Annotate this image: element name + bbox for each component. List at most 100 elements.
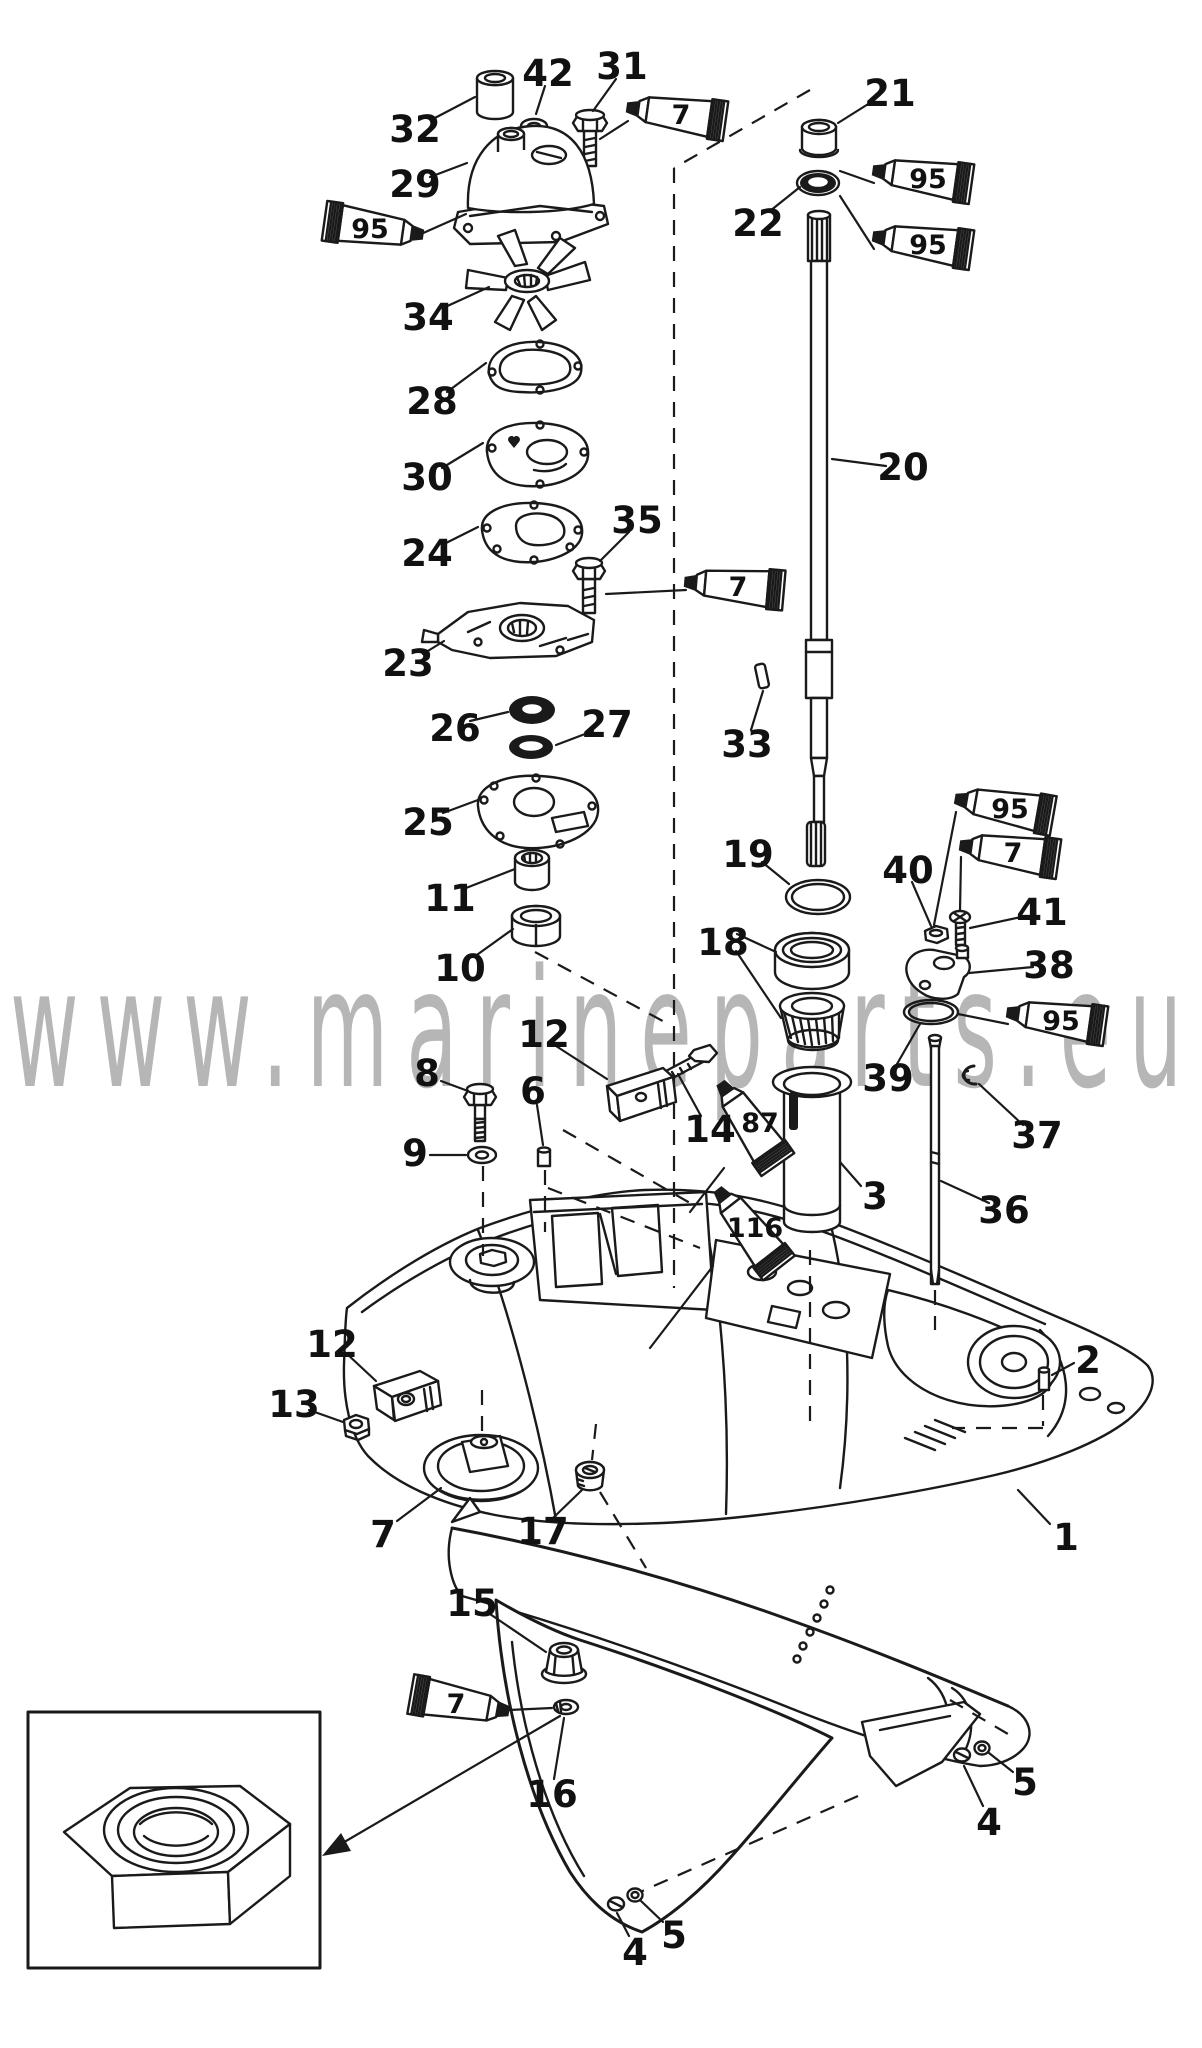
callout-leader-18: [735, 932, 778, 954]
callout-leader-40: [910, 880, 933, 928]
tube-pointer-line: [932, 810, 958, 927]
callout-15: 15: [446, 1582, 498, 1625]
part-11-bushing: [513, 848, 551, 892]
callout-leader-39: [895, 1022, 922, 1066]
callout-14: 14: [684, 1108, 736, 1151]
callout-16: 16: [526, 1773, 578, 1816]
callout-leader-20: [830, 457, 888, 468]
part-27-oil-seal: [509, 735, 553, 759]
callout-leader-22: [768, 185, 802, 213]
callout-leader-29: [428, 161, 469, 179]
callout-leader-8: [439, 1079, 470, 1093]
callout-8: 8: [414, 1052, 440, 1095]
alignment-dash: [547, 1186, 701, 1250]
callout-leader-38: [967, 965, 1035, 975]
part-5-washer-bottom: [626, 1887, 644, 1903]
callout-leader-11: [464, 867, 517, 890]
alignment-dashed-lines: [480, 89, 1045, 1902]
tube-label-87: 87: [741, 1108, 779, 1139]
callout-19: 19: [722, 833, 774, 876]
callout-leader-21: [836, 99, 875, 125]
tube-pointer-line: [507, 1706, 554, 1712]
part-38-anode-bracket: [905, 943, 971, 1000]
tube-label-7: 7: [447, 1689, 466, 1720]
lubricant-tube-7: [683, 568, 787, 612]
part-12-anode-block-lower: [372, 1369, 443, 1423]
callout-4: 4: [622, 1931, 648, 1974]
callout-leader-5: [987, 1751, 1015, 1774]
callout-3: 3: [862, 1175, 888, 1218]
callout-10: 10: [434, 947, 486, 990]
tube-label-95: 95: [991, 794, 1029, 825]
callout-2: 2: [1075, 1339, 1101, 1382]
callout-9: 9: [402, 1132, 428, 1175]
part-6-dowel-pin: [536, 1146, 552, 1168]
callout-32: 32: [389, 108, 441, 151]
callout-35: 35: [611, 499, 663, 542]
part-5-washer-rear: [973, 1740, 991, 1756]
part-19-o-ring: [784, 878, 852, 916]
part-26-oil-seal: [509, 696, 555, 724]
watermark-text: www.marineparts.eu: [10, 934, 1200, 1125]
callout-6: 6: [520, 1070, 546, 1113]
part-13-nut: [342, 1413, 371, 1442]
tube-pointer-line: [419, 212, 468, 236]
part-14-bolt: [662, 1043, 719, 1082]
callout-33: 33: [721, 723, 773, 766]
alignment-dash: [621, 1794, 859, 1902]
tube-label-95: 95: [1042, 1006, 1080, 1037]
lubricant-tube-95: [1005, 1001, 1110, 1048]
callout-21: 21: [864, 72, 916, 115]
part-34-impeller: [464, 228, 592, 332]
callout-leader-41: [968, 914, 1028, 930]
callout-leader-17: [551, 1488, 584, 1520]
part-16-washer: [552, 1698, 580, 1716]
callout-leader-32: [429, 95, 477, 122]
tube-pointer-line: [958, 855, 963, 913]
callout-40: 40: [882, 849, 934, 892]
part-18-bearing-cup: [773, 931, 851, 991]
part-9-washer: [466, 1145, 498, 1165]
tube-label-95: 95: [909, 164, 947, 195]
part-2-dowel-pin: [1037, 1366, 1051, 1392]
callout-29: 29: [389, 163, 441, 206]
callout-26: 26: [429, 707, 481, 750]
lubricant-tube-7: [406, 1673, 511, 1722]
part-15-flange-nut: [540, 1641, 588, 1685]
callout-leader-42: [534, 84, 547, 116]
callout-28: 28: [406, 380, 458, 423]
lubricant-tube-116: [713, 1186, 796, 1282]
callout-27: 27: [581, 703, 633, 746]
part-33-drive-key: [753, 662, 771, 690]
inset-detail-box: [26, 1710, 562, 1970]
callout-5: 5: [661, 1914, 687, 1957]
callout-leader-24: [440, 525, 480, 547]
lubricant-tube-7: [625, 96, 730, 143]
callout-leader-37: [977, 1082, 1025, 1127]
callout-leader-18: [734, 949, 783, 1020]
part-3-bearing-carrier: [771, 1065, 853, 1234]
callout-leader-10: [472, 927, 515, 959]
callout-leader-26: [468, 710, 510, 723]
part-35-bolt: [571, 556, 607, 615]
callout-leader-14: [676, 1072, 703, 1118]
part-39-o-ring: [902, 998, 960, 1026]
callout-1: 1: [1053, 1516, 1079, 1559]
callout-18: 18: [697, 921, 749, 964]
part-36-shift-shaft: [927, 1033, 943, 1286]
callout-leader-16: [552, 1716, 566, 1781]
part-32-bushing: [475, 69, 515, 121]
lubricant-tube-95: [320, 199, 425, 246]
callout-41: 41: [1016, 891, 1068, 934]
callout-22: 22: [732, 202, 784, 245]
callout-leader-31: [591, 77, 618, 113]
alignment-dash: [673, 89, 811, 169]
lubricant-tube-95: [871, 225, 976, 272]
part-40-nut: [923, 924, 950, 945]
part-17-nut: [574, 1460, 606, 1492]
lubricant-tube-95: [871, 159, 976, 206]
part-22-seal-ring: [795, 169, 841, 197]
part-24-gasket: [480, 500, 584, 565]
part-37-e-clip: [961, 1064, 978, 1086]
